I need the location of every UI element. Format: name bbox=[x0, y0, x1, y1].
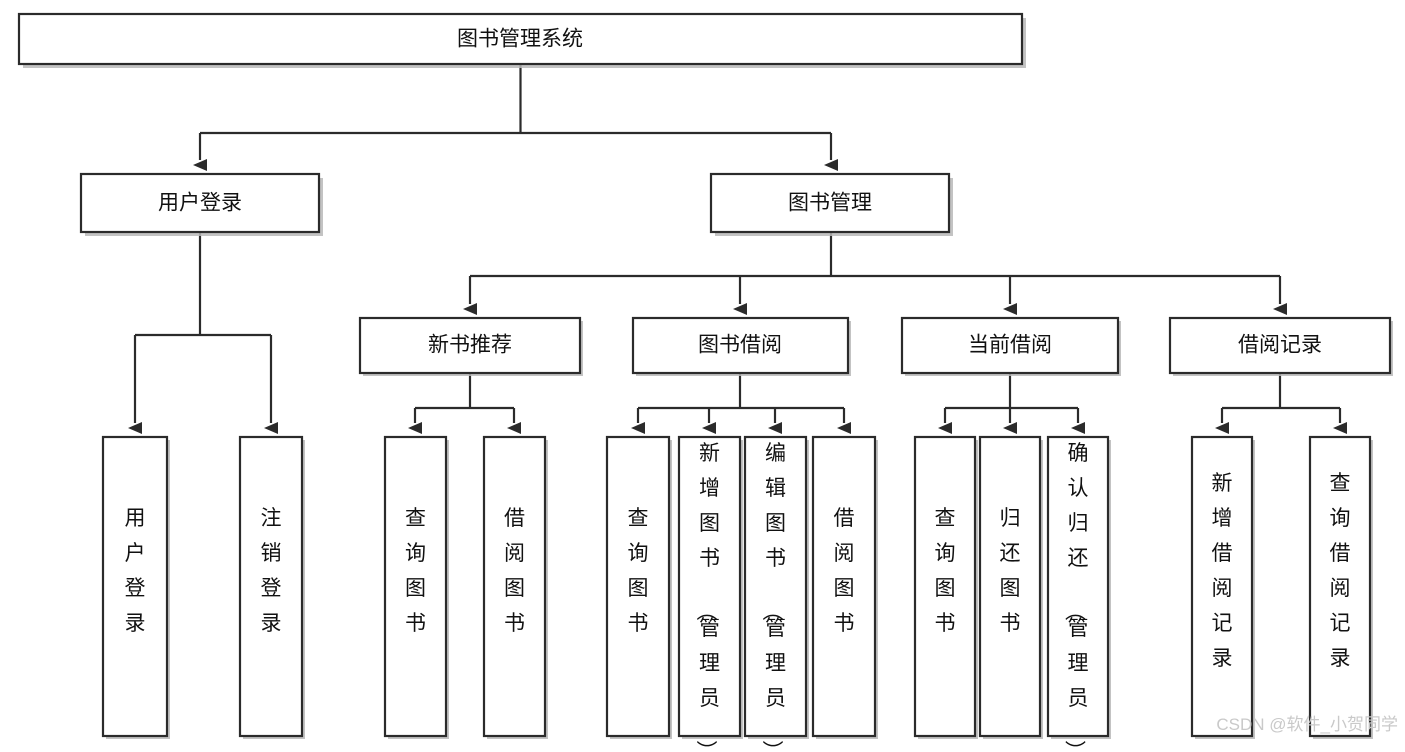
node-book-borrow-label: 图书借阅 bbox=[698, 334, 782, 357]
node-leaf-borrow-book-1-box bbox=[482, 435, 547, 738]
node-root[interactable]: 图书管理系统 bbox=[17, 12, 1026, 68]
node-root-label: 图书管理系统 bbox=[457, 28, 583, 51]
node-leaf-query-book-2[interactable]: 查询图书 bbox=[605, 435, 672, 739]
node-leaf-query-book-3[interactable]: 查询图书 bbox=[913, 435, 978, 739]
node-leaf-user-login-label: 用户登录 bbox=[125, 507, 146, 635]
node-leaf-borrow-book-2[interactable]: 借阅图书 bbox=[811, 435, 878, 739]
node-leaf-return-book-box bbox=[978, 435, 1042, 738]
node-leaf-edit-book[interactable]: 编辑图书（管理员） bbox=[743, 435, 809, 752]
node-leaf-borrow-book-2-box bbox=[811, 435, 877, 738]
node-leaf-return-book-label: 归还图书 bbox=[1000, 507, 1021, 635]
node-user-login[interactable]: 用户登录 bbox=[79, 172, 323, 236]
node-leaf-add-book[interactable]: 新增图书（管理员） bbox=[677, 435, 743, 752]
node-book-management[interactable]: 图书管理 bbox=[709, 172, 953, 236]
node-leaf-query-book-2-box bbox=[605, 435, 671, 738]
node-leaf-add-borrow-record-box bbox=[1190, 435, 1254, 738]
node-leaf-query-book-1-label: 查询图书 bbox=[405, 507, 426, 635]
node-leaf-query-borrow-record-box bbox=[1308, 435, 1372, 738]
node-user-login-label: 用户登录 bbox=[158, 192, 242, 215]
node-leaf-user-login-box bbox=[101, 435, 169, 738]
node-book-management-box bbox=[709, 172, 951, 234]
node-leaf-add-borrow-record[interactable]: 新增借阅记录 bbox=[1190, 435, 1255, 739]
node-leaf-query-book-1-box bbox=[383, 435, 448, 738]
node-user-login-box bbox=[79, 172, 321, 234]
node-leaf-add-borrow-record-label: 新增借阅记录 bbox=[1212, 472, 1233, 670]
node-leaf-logout-label: 注销登录 bbox=[261, 507, 282, 635]
node-new-book-recommend-box bbox=[358, 316, 582, 375]
node-leaf-borrow-book-1[interactable]: 借阅图书 bbox=[482, 435, 548, 739]
node-leaf-user-login[interactable]: 用户登录 bbox=[101, 435, 170, 739]
node-leaf-add-book-box bbox=[677, 435, 742, 738]
node-current-borrow[interactable]: 当前借阅 bbox=[900, 316, 1121, 376]
node-book-borrow[interactable]: 图书借阅 bbox=[631, 316, 851, 376]
node-leaf-query-book-1[interactable]: 查询图书 bbox=[383, 435, 449, 739]
node-leaf-query-book-3-label: 查询图书 bbox=[935, 507, 956, 635]
node-leaf-logout[interactable]: 注销登录 bbox=[238, 435, 305, 739]
node-leaf-return-book[interactable]: 归还图书 bbox=[978, 435, 1043, 739]
node-leaf-borrow-book-1-label: 借阅图书 bbox=[504, 507, 525, 635]
node-book-management-label: 图书管理 bbox=[788, 192, 872, 215]
node-leaf-borrow-book-2-label: 借阅图书 bbox=[834, 507, 855, 635]
node-leaf-query-book-3-box bbox=[913, 435, 977, 738]
connectors-group bbox=[128, 64, 1347, 434]
node-root-box bbox=[17, 12, 1024, 66]
node-leaf-confirm-return-label: 确认归还（管理员） bbox=[1063, 442, 1089, 747]
node-book-borrow-box bbox=[631, 316, 850, 375]
node-new-book-recommend[interactable]: 新书推荐 bbox=[358, 316, 583, 376]
node-leaf-confirm-return-box bbox=[1046, 435, 1110, 738]
node-leaf-edit-book-box bbox=[743, 435, 808, 738]
node-borrow-record-box bbox=[1168, 316, 1392, 375]
node-current-borrow-box bbox=[900, 316, 1120, 375]
node-leaf-query-borrow-record-label: 查询借阅记录 bbox=[1330, 472, 1351, 670]
node-borrow-record-label: 借阅记录 bbox=[1238, 334, 1322, 357]
node-leaf-confirm-return[interactable]: 确认归还（管理员） bbox=[1046, 435, 1111, 752]
node-leaf-logout-box bbox=[238, 435, 304, 738]
node-borrow-record[interactable]: 借阅记录 bbox=[1168, 316, 1393, 376]
node-leaf-query-book-2-label: 查询图书 bbox=[628, 507, 649, 635]
csdn-watermark: CSDN @软件_小贺同学 bbox=[1216, 715, 1398, 734]
node-leaf-add-book-label: 新增图书（管理员） bbox=[694, 442, 720, 747]
node-leaf-edit-book-label: 编辑图书（管理员） bbox=[760, 442, 786, 747]
node-new-book-recommend-label: 新书推荐 bbox=[428, 334, 512, 357]
node-leaf-query-borrow-record[interactable]: 查询借阅记录 bbox=[1308, 435, 1373, 739]
leaf-nodes-group: 用户登录 注销登录 查询图书 借阅图书 查询图书 新增图书（管理员） 编辑图书（管理员） 借阅… bbox=[101, 435, 1373, 752]
node-current-borrow-label: 当前借阅 bbox=[968, 334, 1052, 357]
